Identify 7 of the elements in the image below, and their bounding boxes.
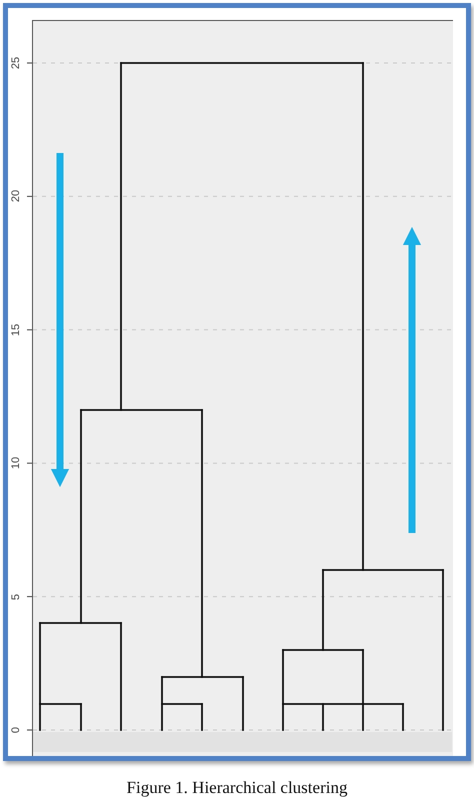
figure-caption: Figure 1. Hierarchical clustering (126, 778, 348, 798)
axis-tick-label: 25 (9, 56, 23, 72)
axis-tick-label: 20 (9, 189, 23, 205)
axis-tick-label: 0 (9, 726, 23, 736)
axis-tick-label: 15 (9, 322, 23, 338)
axis-tick-label: 5 (9, 592, 23, 602)
axis-tick-label: 10 (9, 456, 23, 472)
